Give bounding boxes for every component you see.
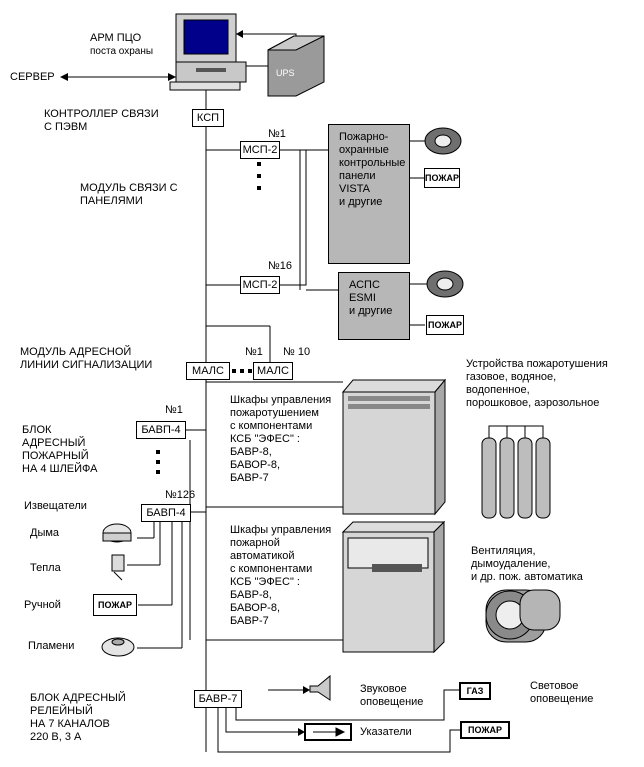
fire-sign-icon: ПОЖАР <box>460 721 510 739</box>
manual-call-point-icon: ПОЖАР <box>93 594 137 616</box>
block-fire-label: БЛОК АДРЕСНЫЙ ПОЖАРНЫЙ НА 4 ШЛЕЙФА <box>22 424 98 475</box>
cabinet-extinguish-label: Шкафы управления пожаротушением с компон… <box>230 394 332 484</box>
bavp-last-number: №126 <box>165 489 196 501</box>
ksp-box: КСП <box>192 109 224 127</box>
cabinet-automation-label: Шкафы управления пожарной автоматикой с … <box>230 524 332 627</box>
sound-alert-label: Звуковое оповещение <box>360 683 424 708</box>
exit-pointer-icon <box>304 723 352 741</box>
bavp-first-box: БАВП-4 <box>136 421 186 439</box>
workstation-subtitle: поста охраны <box>90 46 154 57</box>
cabinet-automation-icon <box>341 520 446 654</box>
detector-smoke-label: Дыма <box>30 527 60 539</box>
smoke-detector-icon <box>102 523 132 543</box>
workstation-icon <box>169 13 247 91</box>
siren-icon <box>426 270 464 298</box>
controller-label: КОНТРОЛЛЕР СВЯЗИ С ПЭВМ <box>44 108 159 133</box>
module-label: МОДУЛЬ СВЯЗИ С ПАНЕЛЯМИ <box>80 182 178 207</box>
speaker-icon <box>309 674 331 701</box>
relay-block-label: БЛОК АДРЕСНЫЙ РЕЛЕЙНЫЙ НА 7 КАНАЛОВ 220 … <box>30 692 126 743</box>
heat-detector-icon <box>111 554 125 581</box>
fire-alarm-panel-icon: ПОЖАР <box>424 168 460 188</box>
msp-ellipsis <box>257 162 261 190</box>
mals-ellipsis <box>232 369 252 373</box>
siren-icon <box>424 127 462 155</box>
bavr-box: БАВР-7 <box>194 690 242 708</box>
detector-flame-label: Пламени <box>28 640 75 652</box>
mals-last-number: № 10 <box>283 346 311 358</box>
fire-alarm-panel-icon: ПОЖАР <box>426 315 464 335</box>
extinguish-devices-label: Устройства пожаротушения газовое, водяно… <box>466 358 608 409</box>
cabinet-extinguish-icon <box>341 378 447 516</box>
workstation-title: АРМ ПЦО <box>90 32 142 44</box>
ventilation-fan-icon <box>485 589 561 643</box>
detector-manual-label: Ручной <box>24 599 61 611</box>
mals-first-number: №1 <box>245 346 263 358</box>
detector-heat-label: Тепла <box>30 562 61 574</box>
server-label: СЕРВЕР <box>10 71 55 83</box>
msp-first-box: МСП-2 <box>240 141 280 159</box>
ventilation-label: Вентиляция, дымоудаление, и др. пож. авт… <box>471 545 583 583</box>
address-module-label: МОДУЛЬ АДРЕСНОЙ ЛИНИИ СИГНАЛИЗАЦИИ <box>20 346 153 371</box>
vista-panel: Пожарно- охранные контрольные панели VIS… <box>328 124 410 264</box>
esmi-panel: АСПС ESMI и другие <box>338 272 410 340</box>
ups-icon: UPS <box>267 35 325 97</box>
flame-detector-icon <box>101 637 135 657</box>
gas-sign-icon: ГАЗ <box>459 682 491 700</box>
msp-last-box: МСП-2 <box>240 276 280 294</box>
bavp-last-box: БАВП-4 <box>141 504 191 522</box>
ups-label: UPS <box>276 68 295 78</box>
mals-last-box: МАЛС <box>253 362 293 380</box>
bavp-ellipsis <box>156 450 160 474</box>
mals-first-box: МАЛС <box>186 362 230 380</box>
gas-cylinders-icon <box>481 425 551 519</box>
msp-last-number: №16 <box>268 260 293 272</box>
bavp-first-number: №1 <box>165 404 183 416</box>
detectors-title: Извещатели <box>24 500 87 512</box>
pointers-label: Указатели <box>360 726 412 738</box>
light-alert-label: Световое оповещение <box>530 680 594 705</box>
msp-first-number: №1 <box>268 128 286 140</box>
